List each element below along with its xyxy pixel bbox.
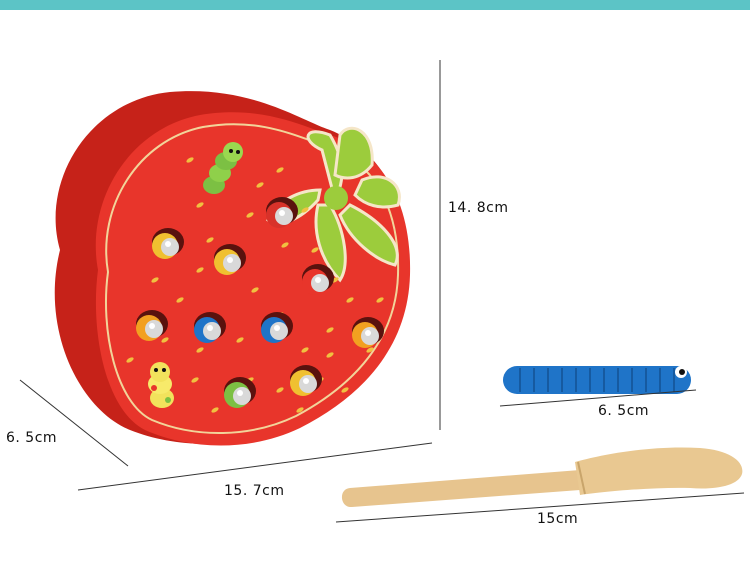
worm-peg [352,317,384,348]
seed [281,242,289,248]
worm-peg [302,264,334,295]
seed [211,407,219,413]
worm-peg [266,197,298,228]
seed [161,337,169,343]
seed [326,352,334,358]
worm-peg [136,310,168,341]
top-accent-bar [0,0,750,10]
seed [246,212,254,218]
worm-peg [152,228,184,259]
seed [341,387,349,393]
worm-peg [261,312,293,343]
seed [296,407,304,413]
wooden-stick [341,447,743,508]
width-dimension-label: 15. 7cm [224,483,285,499]
seed [196,267,204,273]
worm-peg [214,244,246,275]
seed [126,357,134,363]
dimension-lines [19,60,745,523]
seed [326,327,334,333]
height-dimension-label: 14. 8cm [448,200,509,216]
seed [301,347,309,353]
depth-dimension-line [19,379,129,467]
seed [191,377,199,383]
yellow-caterpillar [148,362,174,408]
worm-peg [194,312,226,343]
seed [206,237,214,243]
seed [256,182,264,188]
seed [251,287,259,293]
seed [276,167,284,173]
seed [186,157,194,163]
seed [376,297,384,303]
worm-length-label: 6. 5cm [598,403,650,419]
worm-peg [290,365,322,396]
seed [311,247,319,253]
seed [366,347,374,353]
strawberry-border [105,123,400,435]
width-dimension-line [77,442,433,491]
seed [346,297,354,303]
green-caterpillar [203,142,243,194]
seed [196,202,204,208]
depth-dimension-label: 6. 5cm [6,430,58,446]
strawberry-box [54,91,411,446]
seed [301,207,309,213]
worm-dimension-line [499,389,697,407]
worm-pegs [136,197,384,408]
seed [151,277,159,283]
seed [176,297,184,303]
worm-peg [224,377,256,408]
stick-dimension-line [335,492,745,523]
seed [236,337,244,343]
stick-length-label: 15cm [537,511,579,527]
seed [196,347,204,353]
seed [276,387,284,393]
blue-worm [503,366,691,394]
